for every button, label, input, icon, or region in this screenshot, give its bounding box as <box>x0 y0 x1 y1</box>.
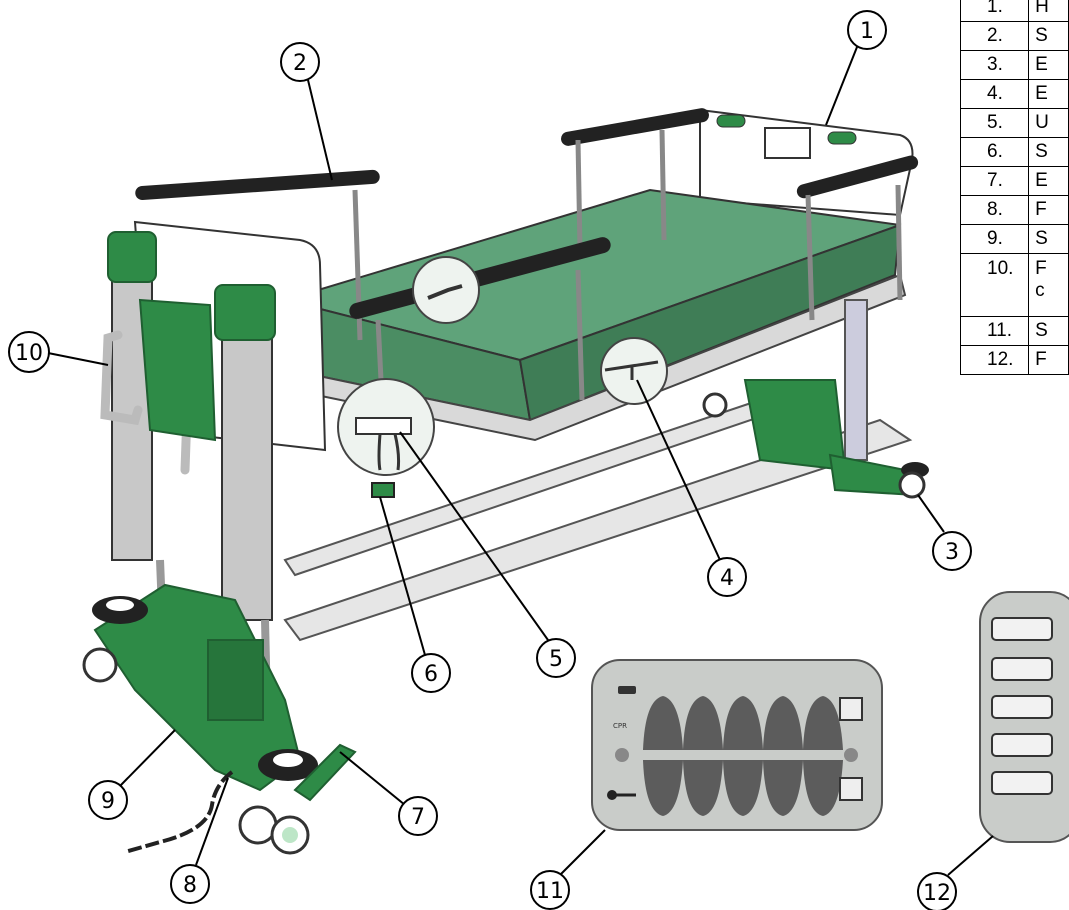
callout-9-bubble <box>88 780 128 820</box>
legend-row: 3.E <box>959 50 1069 80</box>
legend-num: 3. <box>959 50 1030 80</box>
callout-9: 9 <box>101 789 115 814</box>
legend-num: 12. <box>959 345 1030 375</box>
hand-control <box>979 591 1069 843</box>
legend-row: 2.S <box>959 21 1069 51</box>
base-frame <box>283 418 913 642</box>
callout-2: 2 <box>293 51 307 76</box>
panel-keys <box>643 696 843 816</box>
detail-circle-switch <box>600 337 668 405</box>
legend-text: E <box>1028 166 1069 196</box>
brake-pedal <box>293 743 357 802</box>
legend-num: 7. <box>959 166 1030 196</box>
callout-4: 4 <box>720 566 734 591</box>
callout-11: 11 <box>536 879 564 904</box>
callouts: 1 2 3 4 5 6 7 8 9 10 <box>8 10 994 910</box>
legend-row: 11.S <box>959 316 1069 346</box>
legend-text: E <box>1028 50 1069 80</box>
callout-10: 10 <box>15 341 43 366</box>
callout-2-bubble <box>280 42 320 82</box>
legend-text: E <box>1028 79 1069 109</box>
legend-table: 1.H 2.S 3.E 4.E 5.U 6.S 7.E 8.F 9.S 10.F… <box>959 0 1069 375</box>
legend-num: 1. <box>959 0 1030 22</box>
callout-5: 5 <box>549 647 563 672</box>
callout-3-bubble <box>932 531 972 571</box>
legend-num: 6. <box>959 137 1030 167</box>
bed-illustration <box>82 108 929 855</box>
callout-6-bubble <box>411 653 451 693</box>
legend-row: 5.U <box>959 108 1069 138</box>
legend-text-line: F <box>1035 258 1047 279</box>
legend-num: 9. <box>959 224 1030 254</box>
power-cable <box>124 770 234 854</box>
callout-7: 7 <box>411 805 425 830</box>
legend-row: 9.S <box>959 224 1069 254</box>
legend-row: 12.F <box>959 345 1069 375</box>
legend-num: 11. <box>959 316 1030 346</box>
legend-row: 6.S <box>959 137 1069 167</box>
legend-row: 1.H <box>959 0 1069 22</box>
callout-7-bubble <box>398 796 438 836</box>
callout-1: 1 <box>860 19 874 44</box>
head-board <box>699 108 914 217</box>
legend-row: 4.E <box>959 79 1069 109</box>
legend-text: U <box>1028 108 1069 138</box>
callout-11-bubble <box>530 870 570 910</box>
legend-text: S <box>1028 224 1069 254</box>
legend-row: 7.E <box>959 166 1069 196</box>
legend-row: 8.F <box>959 195 1069 225</box>
callout-10-bubble <box>8 331 50 373</box>
legend-text: F <box>1028 195 1069 225</box>
callout-12-bubble <box>917 872 957 910</box>
callout-4-bubble <box>707 557 747 597</box>
legend-num: 10. <box>959 253 1030 317</box>
callout-6: 6 <box>424 662 438 687</box>
legend-text: F <box>1028 345 1069 375</box>
legend-text-continuation: c <box>1035 280 1045 301</box>
head-board-window <box>764 127 811 159</box>
control-panel: CPR <box>591 659 883 831</box>
hand-control-buttons <box>991 617 1053 795</box>
legend-text: S <box>1028 316 1069 346</box>
legend-text: H <box>1028 0 1069 22</box>
push-handle <box>100 330 143 426</box>
callout-12: 12 <box>923 881 951 906</box>
callout-8: 8 <box>183 873 197 898</box>
legend-num: 5. <box>959 108 1030 138</box>
legend-text: S <box>1028 137 1069 167</box>
legend-num: 4. <box>959 79 1030 109</box>
panel-cpr-label: CPR <box>613 722 627 730</box>
callout-1-bubble <box>847 10 887 50</box>
callout-3: 3 <box>945 540 959 565</box>
legend-num: 8. <box>959 195 1030 225</box>
legend-num: 2. <box>959 21 1030 51</box>
callout-5-bubble <box>536 638 576 678</box>
legend-text: S <box>1028 21 1069 51</box>
callout-8-bubble <box>170 864 210 904</box>
